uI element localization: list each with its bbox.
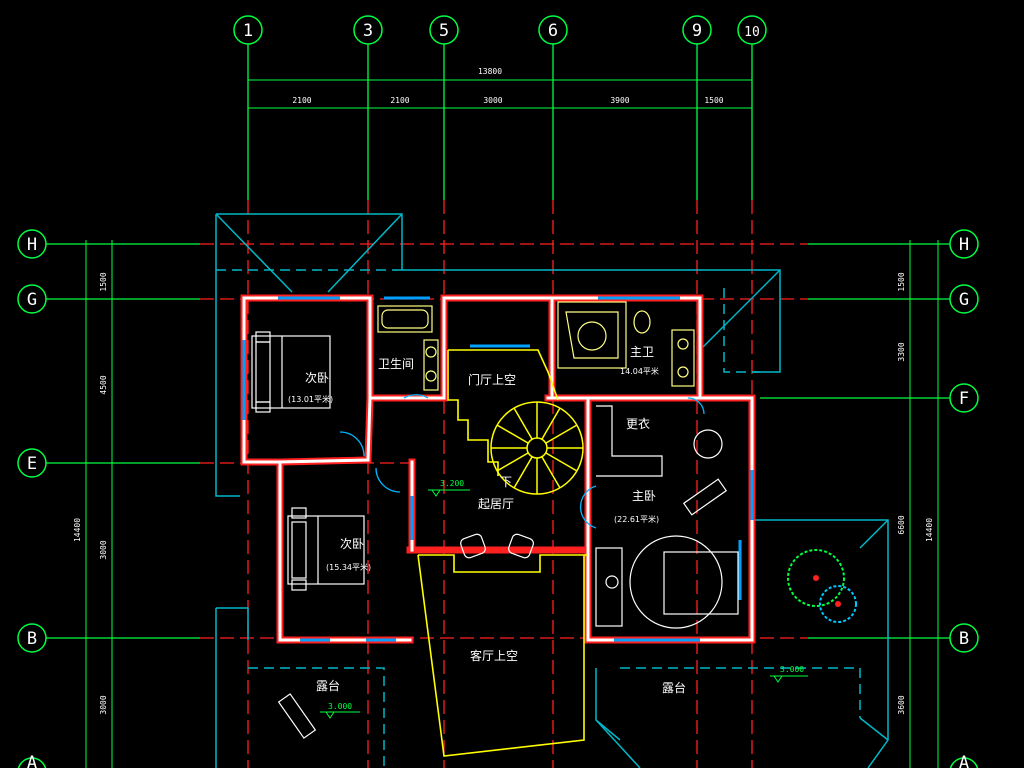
room-area-master: (22.61平米): [614, 514, 659, 524]
axis-label-10: 10: [744, 25, 760, 40]
dim-right-1: 1500: [897, 272, 906, 291]
dim-left-2: 4500: [99, 375, 108, 394]
windows: [242, 296, 754, 642]
dim-seg-4: 3900: [610, 96, 629, 105]
spiral-stair: [490, 401, 584, 495]
axis-label-g-right: G: [959, 290, 969, 310]
dim-right-3: 6600: [897, 515, 906, 534]
dim-left-4: 3000: [99, 695, 108, 714]
dim-right-total: 14400: [925, 518, 934, 542]
room-area-bedroom2: (15.34平米): [326, 562, 371, 572]
dim-seg-5: 1500: [704, 96, 723, 105]
room-name-bathroom: 卫生间: [378, 357, 414, 371]
axis-label-a-left: A: [27, 753, 37, 768]
dim-seg-1: 2100: [292, 96, 311, 105]
top-dimensions: [247, 72, 753, 116]
room-name-master-bath: 主卫: [630, 345, 654, 359]
dim-right-4: 3600: [897, 695, 906, 714]
furniture: [251, 331, 739, 739]
axis-bubbles-left: [17, 229, 47, 768]
axis-label-6: 6: [548, 21, 558, 41]
room-name-terrace-left: 露台: [316, 678, 340, 693]
room-name-stair-down: 下: [500, 475, 512, 489]
room-name-foyer-void: 门厅上空: [468, 372, 516, 387]
room-name-hall-void: 客厅上空: [470, 648, 518, 663]
side-dimensions: [85, 240, 939, 768]
room-name-bedroom1: 次卧: [305, 371, 329, 385]
dim-right-2: 3300: [897, 342, 906, 361]
tree-symbols: [787, 549, 857, 623]
dim-total-top: 13800: [478, 67, 502, 76]
room-name-living: 起居厅: [478, 497, 514, 511]
dim-seg-2: 2100: [390, 96, 409, 105]
axis-label-h-left: H: [27, 235, 37, 255]
axis-label-g-left: G: [27, 290, 37, 310]
axis-label-a-right: A: [959, 753, 969, 768]
room-name-master: 主卧: [632, 489, 656, 503]
roof-outlines: [215, 213, 889, 768]
room-area-master-bath: 14.04平米: [620, 366, 659, 376]
axis-label-3: 3: [363, 21, 373, 41]
elevation-living: 3.200: [440, 479, 464, 488]
axis-bubbles-right: [949, 229, 979, 768]
room-name-terrace-right: 露台: [662, 680, 686, 695]
elevation-terrace-right: 3.000: [780, 665, 804, 674]
dim-left-3: 3000: [99, 540, 108, 559]
axis-label-f-right: F: [959, 389, 969, 409]
axis-label-e-left: E: [27, 454, 37, 474]
axis-label-b-left: B: [27, 629, 37, 649]
fixtures: [377, 301, 695, 391]
dim-left-total: 14400: [73, 518, 82, 542]
axis-lines: [46, 44, 950, 768]
elevation-terrace-left: 3.000: [328, 702, 352, 711]
axis-bubbles-top: [233, 15, 767, 45]
axis-label-b-right: B: [959, 629, 969, 649]
dim-left-1: 1500: [99, 272, 108, 291]
doors: [339, 394, 705, 529]
elevation-markers: [320, 489, 808, 719]
room-area-bedroom1: (13.01平米): [288, 394, 333, 404]
axis-label-1: 1: [243, 21, 253, 41]
dim-seg-3: 3000: [483, 96, 502, 105]
room-name-closet: 更衣: [626, 416, 650, 431]
axis-label-9: 9: [692, 21, 702, 41]
axis-label-h-right: H: [959, 235, 969, 255]
room-name-bedroom2: 次卧: [340, 537, 364, 551]
axis-label-5: 5: [439, 21, 449, 41]
